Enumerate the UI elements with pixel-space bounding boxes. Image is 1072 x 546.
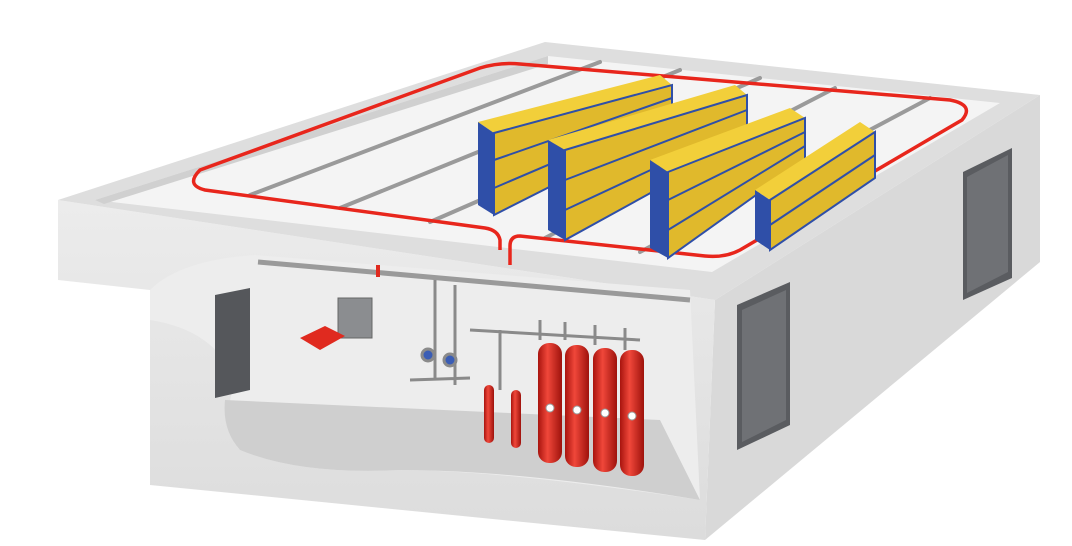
inner-door <box>215 288 250 398</box>
small-cylinder <box>511 390 521 448</box>
red-detection-loop <box>191 61 969 265</box>
door-right-wall-2 <box>963 148 1012 300</box>
rack-row-4 <box>755 122 876 252</box>
small-cylinders <box>484 385 521 448</box>
large-cylinder <box>538 343 562 463</box>
small-cylinder <box>484 385 494 443</box>
red-alarm-box <box>300 326 345 350</box>
ceiling-pipe <box>257 259 691 303</box>
valve-manifold <box>409 280 641 390</box>
rack-row-3 <box>650 108 806 260</box>
red-indicator <box>376 265 380 277</box>
right-wall <box>705 95 1040 540</box>
control-panel <box>337 297 373 339</box>
large-cylinders <box>538 343 644 476</box>
door-right-wall-1 <box>737 282 790 450</box>
storage-racks <box>478 75 876 260</box>
